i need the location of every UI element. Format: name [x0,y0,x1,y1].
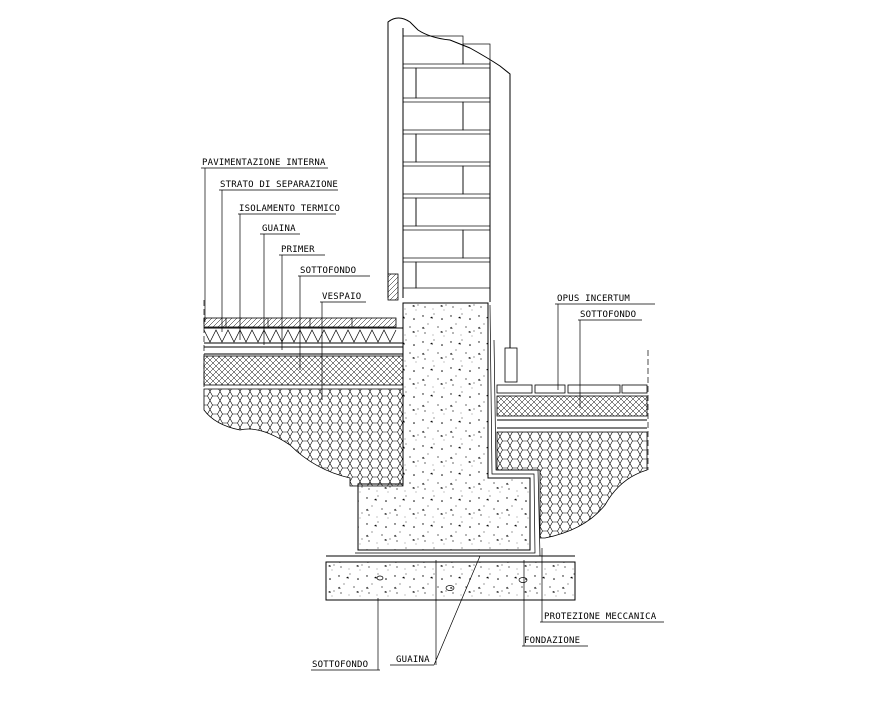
labels: PAVIMENTAZIONE INTERNA STRATO DI SEPARAZ… [202,158,657,670]
exterior-paving [496,350,649,539]
label-primer: PRIMER [281,245,315,255]
bottom-subbase [325,555,576,601]
label-pavimentazione-interna: PAVIMENTAZIONE INTERNA [202,158,326,168]
label-isolamento-termico: ISOLAMENTO TERMICO [239,204,340,214]
label-protezione-meccanica: PROTEZIONE MECCANICA [544,612,657,622]
label-sottofondo-bottom: SOTTOFONDO [312,660,368,670]
label-vespaio: VESPAIO [322,292,361,302]
brick-wall [387,17,511,350]
label-fondazione: FONDAZIONE [524,636,580,646]
interior-floor-layers [203,300,404,487]
label-strato-di-separazione: STRATO DI SEPARAZIONE [220,180,338,190]
leader-lines [201,167,664,671]
label-guaina-top: GUAINA [262,224,296,234]
label-guaina-bottom: GUAINA [396,655,430,665]
label-sottofondo-esterno: SOTTOFONDO [580,310,636,320]
label-opus-incertum: OPUS INCERTUM [557,294,630,304]
label-sottofondo-interno: SOTTOFONDO [300,266,356,276]
foundation [355,302,541,557]
